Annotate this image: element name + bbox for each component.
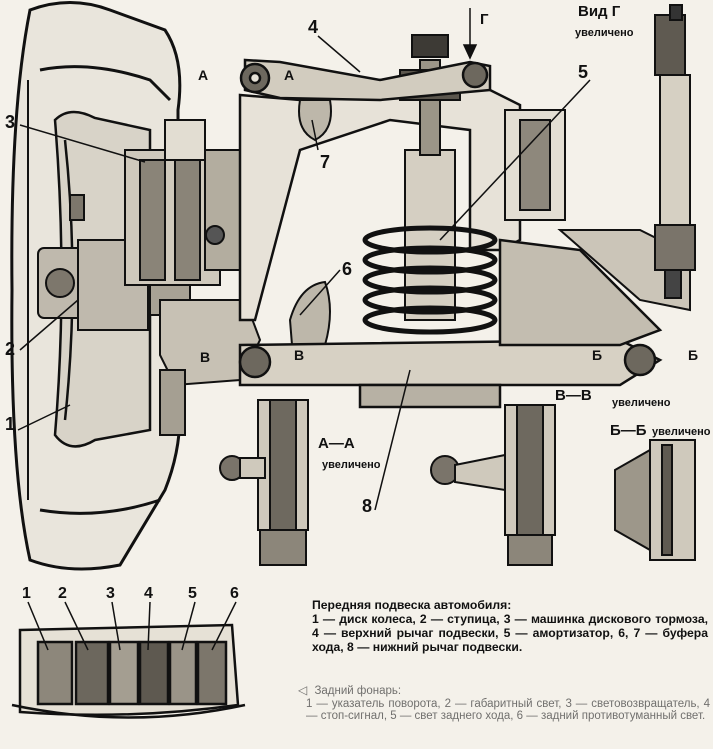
upper-arm (239, 58, 492, 102)
buffer-6 (288, 280, 331, 346)
suspension-caption-body: 1 — диск колеса, 2 — ступица, 3 — машинк… (312, 612, 708, 654)
part-label-2: 2 (5, 339, 15, 359)
rear-lamp-leaders (27, 601, 237, 651)
cut-v-left: В (200, 349, 210, 365)
cut-b-left: Б (592, 347, 602, 363)
cut-a-right: А (284, 67, 294, 83)
part-label-3: 3 (5, 112, 15, 132)
section-vv-subtitle: увеличено (612, 397, 671, 409)
part-label-7: 7 (320, 152, 330, 172)
section-bb-title: Б—Б (610, 422, 647, 439)
section-b-b (614, 439, 696, 561)
cut-b-right: Б (688, 347, 698, 363)
brake-caliper (124, 119, 246, 286)
part-label-1: 1 (5, 414, 15, 434)
lower-arm (238, 238, 663, 409)
steering-knuckle (159, 299, 262, 436)
lamp-label-4: 4 (144, 585, 153, 602)
rear-lamp-labels: 1 2 3 4 5 6 (22, 585, 239, 602)
section-bb-subtitle: увеличено (652, 426, 711, 438)
buffer-7 (298, 99, 332, 142)
part-label-4: 4 (308, 17, 318, 37)
lamp-label-5: 5 (188, 585, 197, 602)
lamp-caption: ◁ Задний фонарь: 1 — указатель поворота,… (298, 684, 710, 723)
cut-v-right: В (294, 347, 304, 363)
cut-a-left: А (198, 67, 208, 83)
leader-lines (17, 8, 591, 511)
lamp-caption-title: Задний фонарь: (314, 685, 402, 697)
section-vv-title: В—В (555, 387, 592, 404)
view-direction-g: Г (480, 11, 489, 28)
section-aa-title: А—А (318, 435, 355, 452)
caption-arrow-icon: ◁ (298, 683, 308, 697)
view-g-subtitle: увеличено (575, 27, 634, 39)
section-a-a (219, 399, 309, 566)
section-v-v (430, 404, 556, 566)
view-g-title: Вид Г (578, 3, 621, 20)
view-g-detail (654, 4, 696, 299)
part-label-5: 5 (578, 62, 588, 82)
lamp-label-6: 6 (230, 585, 239, 602)
part-labels: 3 2 1 4 5 6 7 8 Г Вид Г увеличено А А В … (5, 3, 711, 516)
section-aa-subtitle: увеличено (322, 459, 381, 471)
rear-lamp (11, 623, 246, 719)
lamp-label-2: 2 (58, 585, 67, 602)
suspension-caption: Передняя подвеска автомобиля: 1 — диск к… (312, 598, 708, 654)
part-label-8: 8 (362, 496, 372, 516)
suspension-caption-title: Передняя подвеска автомобиля: (312, 598, 512, 612)
coil-spring (362, 225, 498, 335)
part-label-6: 6 (342, 259, 352, 279)
lamp-label-3: 3 (106, 585, 115, 602)
lamp-label-1: 1 (22, 585, 31, 602)
lamp-caption-body: 1 — указатель поворота, 2 — габаритный с… (306, 697, 710, 723)
